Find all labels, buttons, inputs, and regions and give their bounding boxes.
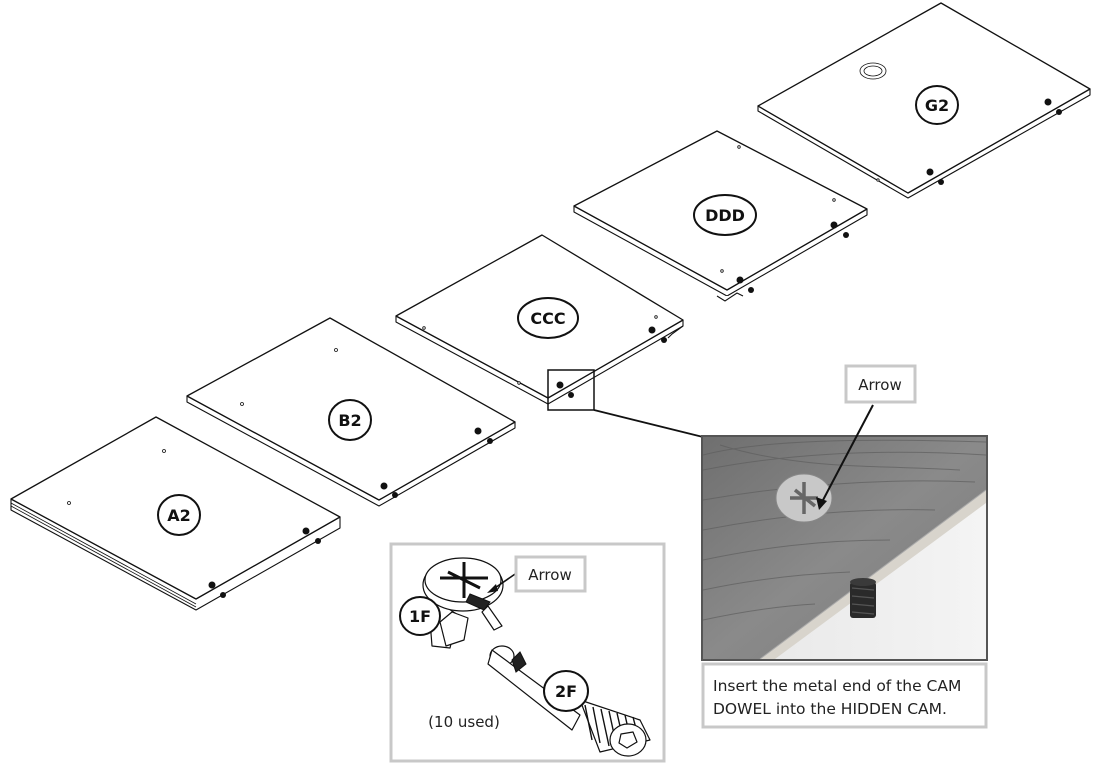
cam-dowel-label: 2F <box>555 682 577 701</box>
detail-photo <box>701 404 988 661</box>
label-oval-g2 <box>915 85 959 125</box>
hidden-cam-icon <box>422 557 504 649</box>
photo-caption-line-1: Insert the metal end of the CAM <box>713 677 961 695</box>
photo-caption-line-2: DOWEL into the HIDDEN CAM. <box>713 700 947 718</box>
label-oval-2f <box>543 670 589 712</box>
photo-arrow-leader <box>821 404 874 503</box>
label-oval-b2 <box>328 399 372 441</box>
label-oval-1f <box>399 596 441 636</box>
label-oval-a2 <box>157 494 201 536</box>
hidden-cam-label: 1F <box>409 607 431 626</box>
label-oval-ddd <box>693 194 757 236</box>
zoom-indicator <box>547 369 704 438</box>
panel-label-a2: A2 <box>167 506 191 525</box>
panel-label-g2: G2 <box>925 96 949 115</box>
photo-arrow-head <box>816 497 827 510</box>
photo-arrow-callout <box>844 364 917 404</box>
quantity-note: (10 used) <box>428 713 500 731</box>
label-oval-ccc <box>517 297 579 339</box>
photo-caption-box: Insert the metal end of the CAM DOWEL in… <box>701 662 988 729</box>
panel-a2: A2 <box>10 416 341 611</box>
panel-label-b2: B2 <box>338 411 361 430</box>
panel-b2: B2 <box>186 317 516 507</box>
hardware-arrow-label: Arrow <box>528 566 571 584</box>
hardware-box: Arrow 1F 2F (10 used) <box>389 542 666 763</box>
photo-arrow-label: Arrow <box>858 376 901 394</box>
hardware-arrow-head <box>487 584 498 593</box>
hardware-arrow-callout <box>514 555 587 593</box>
panel-ddd: DDD <box>573 130 868 302</box>
panel-label-ddd: DDD <box>705 206 745 225</box>
panel-label-ccc: CCC <box>530 309 565 328</box>
panel-ccc: CCC <box>395 234 684 405</box>
panel-g2: G2 <box>757 2 1091 199</box>
